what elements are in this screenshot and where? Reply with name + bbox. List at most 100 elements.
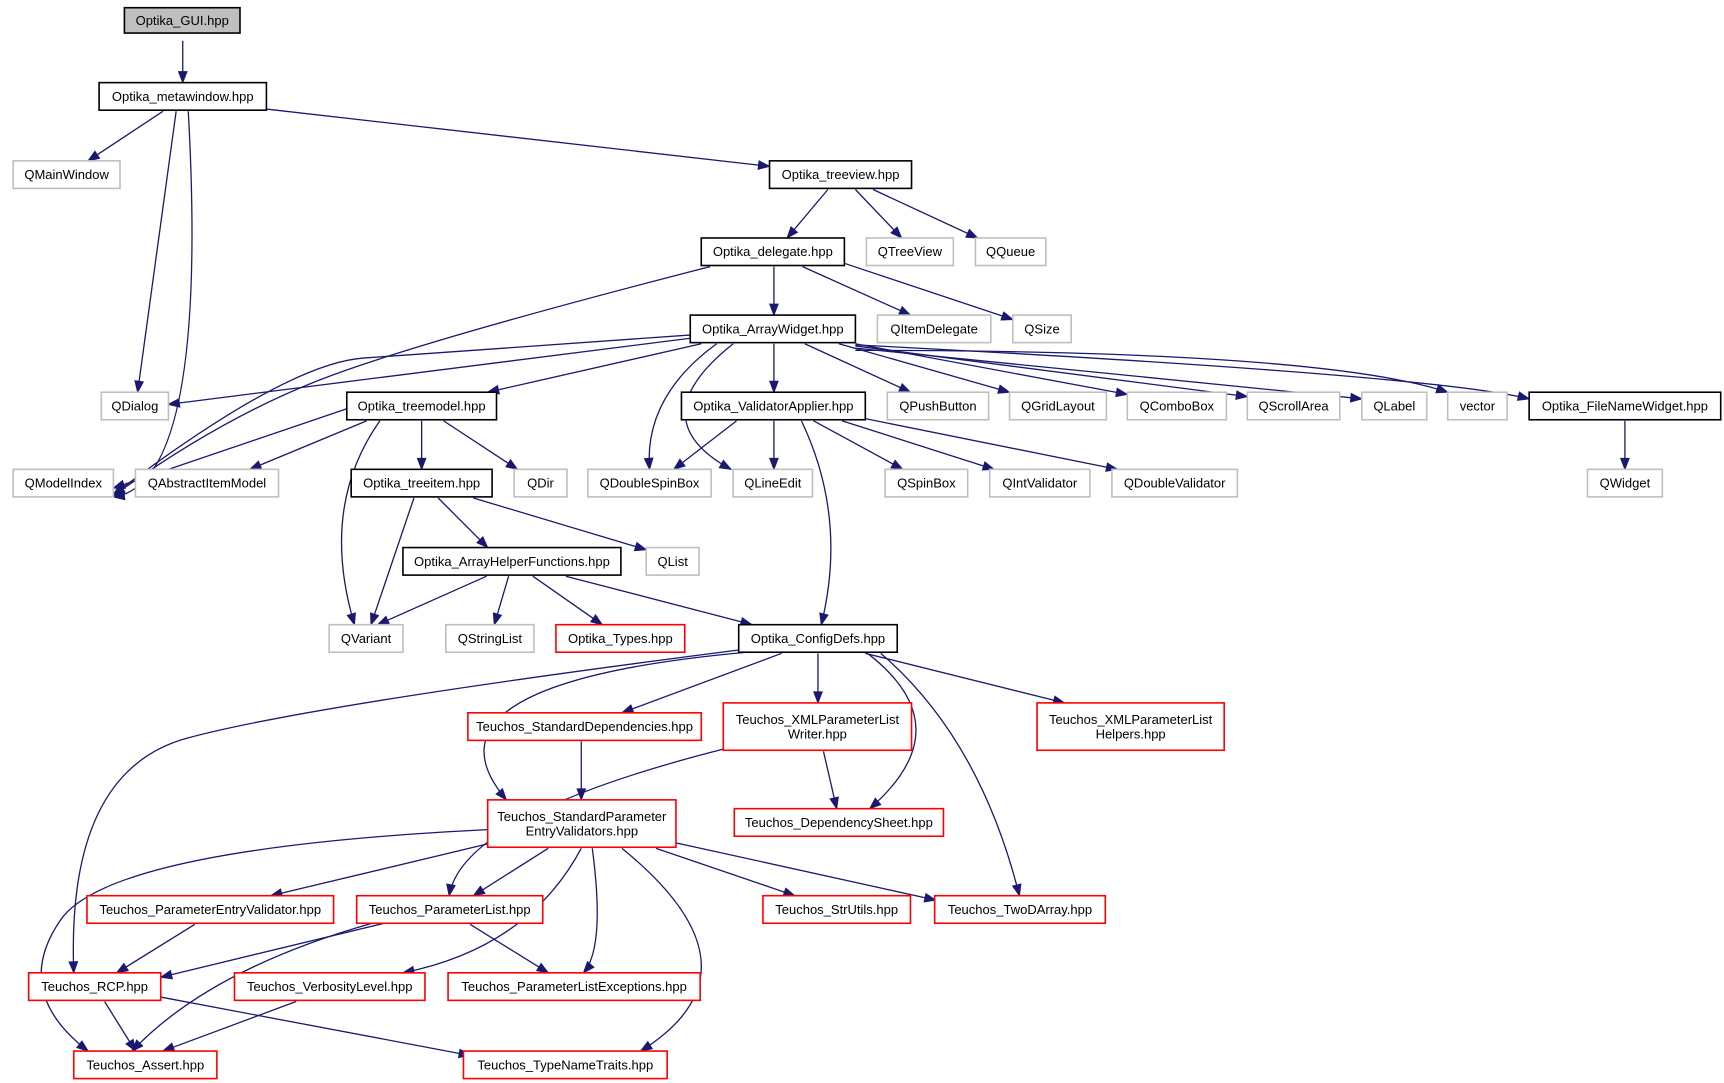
edge-arrowhead [75, 1040, 90, 1052]
node-twodarray[interactable]: Teuchos_TwoDArray.hpp [933, 894, 1107, 925]
edge-line [270, 843, 488, 897]
node-optikatypes[interactable]: Optika_Types.hpp [555, 623, 686, 654]
node-box [134, 468, 280, 498]
node-assert[interactable]: Teuchos_Assert.hpp [72, 1050, 218, 1080]
node-box [737, 623, 899, 654]
edge-metawindow-to-qmainwindow [86, 110, 164, 162]
edge-stdparamvalid-to-paramlist [472, 847, 549, 897]
node-rcp[interactable]: Teuchos_RCP.hpp [27, 972, 162, 1002]
node-qscrollarea: QScrollArea [1246, 391, 1341, 421]
node-label: Optika_ValidatorApplier.hpp [693, 398, 853, 413]
node-label: Optika_FileNameWidget.hpp [1542, 398, 1708, 413]
node-box [762, 894, 912, 925]
node-validatorapplier[interactable]: Optika_ValidatorApplier.hpp [680, 391, 867, 421]
edge-line [370, 497, 415, 625]
node-label: Teuchos_TypeNameTraits.hpp [477, 1057, 653, 1072]
node-box [233, 972, 426, 1002]
node-label: Teuchos_Assert.hpp [86, 1057, 204, 1072]
node-label: Teuchos_TwoDArray.hpp [948, 902, 1092, 917]
node-box [1008, 391, 1108, 421]
node-filenamewidget[interactable]: Optika_FileNameWidget.hpp [1528, 391, 1722, 421]
edge-line [131, 922, 373, 1052]
node-label: QWidget [1600, 476, 1651, 491]
edge-arrowhead [492, 612, 503, 627]
node-treeitem[interactable]: Optika_treeitem.hpp [350, 468, 493, 498]
node-paramentryvalid[interactable]: Teuchos_ParameterEntryValidator.hpp [86, 894, 335, 925]
node-typenametraits[interactable]: Teuchos_TypeNameTraits.hpp [462, 1050, 668, 1080]
node-arrayhelper[interactable]: Optika_ArrayHelperFunctions.hpp [402, 546, 622, 576]
edge-arrowhead [115, 962, 130, 974]
edge-delegate-to-arraywidget [769, 266, 779, 317]
node-label: Optika_treeview.hpp [782, 167, 900, 182]
edge-arrowhead [813, 691, 823, 705]
edge-line [813, 420, 904, 470]
edge-arrowhead [346, 612, 356, 627]
node-depsheet[interactable]: Teuchos_DependencySheet.hpp [733, 807, 945, 838]
node-strutils[interactable]: Teuchos_StrUtils.hpp [762, 894, 912, 925]
edge-arrowhead [757, 160, 771, 170]
edge-line [437, 497, 489, 549]
edge-validatorapplier-to-qspinbox [813, 420, 904, 471]
node-plexceptions[interactable]: Teuchos_ParameterListExceptions.hpp [447, 972, 701, 1002]
edge-treemodel-to-qvariant [340, 420, 381, 627]
edge-metawindow-to-treeview [266, 108, 771, 170]
edge-line [116, 923, 196, 974]
node-metawindow[interactable]: Optika_metawindow.hpp [98, 81, 268, 111]
edge-arraywidget-to-qgridlayout [838, 343, 1011, 394]
node-box [1036, 702, 1225, 752]
edge-line [872, 188, 978, 239]
edge-arrowhead [112, 479, 126, 490]
edge-line [113, 265, 711, 497]
edge-configdefs-to-stdparamvalid [483, 651, 747, 801]
node-qitemdelegate: QItemDelegate [876, 314, 992, 344]
node-arraywidget[interactable]: Optika_ArrayWidget.hpp [689, 314, 857, 344]
edge-arrowhead [1011, 883, 1022, 898]
node-qlineedit: QLineEdit [732, 468, 814, 498]
edge-stdparamvalid-to-typenametraits [621, 847, 702, 1052]
node-box [513, 468, 568, 498]
edge-line [844, 262, 1014, 321]
edge-xmlwriter-to-depsheet [822, 751, 839, 811]
node-box [768, 160, 913, 190]
edge-line [855, 347, 1362, 400]
node-stddeps[interactable]: Teuchos_StandardDependencies.hpp [467, 712, 703, 742]
edge-arrowhead [1435, 383, 1450, 394]
node-box [884, 468, 969, 498]
node-label: QMainWindow [24, 167, 109, 182]
node-qdoublevalidator: QDoubleValidator [1111, 468, 1239, 498]
edge-paramlist-to-rcp [159, 922, 385, 980]
node-label: Helpers.hpp [1096, 726, 1166, 741]
node-delegate[interactable]: Optika_delegate.hpp [700, 237, 846, 267]
edge-line [377, 575, 487, 626]
node-paramlist[interactable]: Teuchos_ParameterList.hpp [355, 894, 544, 925]
node-box [345, 391, 498, 421]
edge-arrowhead [769, 457, 779, 471]
edge-arrowhead [965, 228, 979, 239]
node-label: QGridLayout [1021, 398, 1095, 413]
node-box [27, 972, 162, 1002]
edge-arrowhead [1516, 391, 1531, 401]
edge-arrowhead [1619, 457, 1630, 471]
node-gui[interactable]: Optika_GUI.hpp [123, 6, 241, 34]
node-stdparamvalid[interactable]: Teuchos_StandardParameterEntryValidators… [486, 799, 677, 849]
node-box [350, 468, 493, 498]
node-label: QLineEdit [744, 476, 801, 491]
edge-validatorapplier-to-qlineedit [769, 420, 779, 471]
node-configdefs[interactable]: Optika_ConfigDefs.hpp [737, 623, 899, 654]
node-verbosity[interactable]: Teuchos_VerbosityLevel.hpp [233, 972, 426, 1002]
node-box [1246, 391, 1341, 421]
node-box [1446, 391, 1508, 421]
edge-arrowhead [868, 797, 882, 810]
node-box [689, 314, 857, 344]
node-label: Optika_GUI.hpp [136, 13, 229, 28]
node-treeview[interactable]: Optika_treeview.hpp [768, 160, 913, 190]
node-box [12, 468, 115, 498]
edge-line [483, 651, 747, 801]
edge-paramentryvalid-to-rcp [115, 923, 196, 974]
node-treemodel[interactable]: Optika_treemodel.hpp [345, 391, 498, 421]
node-label: QDoubleValidator [1124, 476, 1226, 491]
edge-arrowhead [446, 883, 456, 898]
